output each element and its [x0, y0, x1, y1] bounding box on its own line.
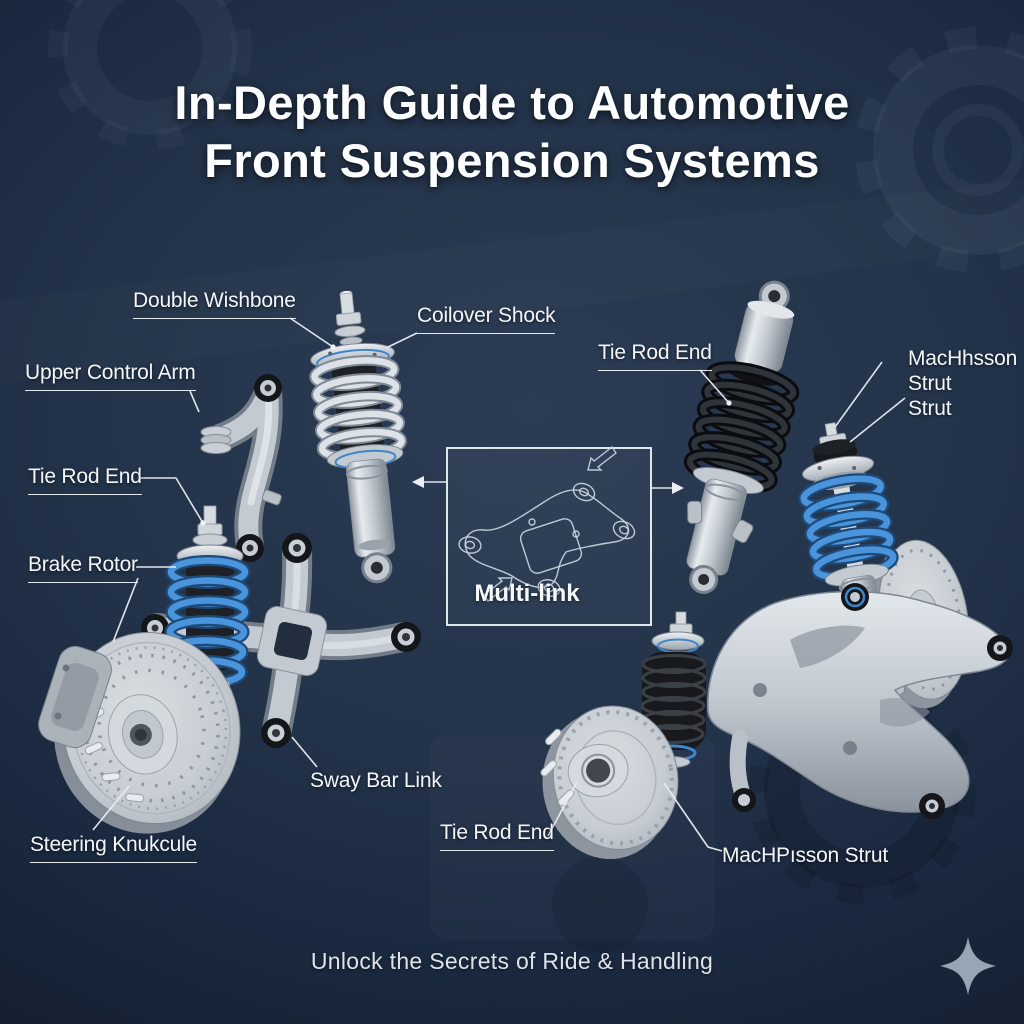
box-arrow-left-head	[412, 476, 424, 488]
leader-tie-rod-end-left	[139, 477, 204, 524]
background-circle-shadow	[552, 857, 648, 953]
leader-double-wishbone	[289, 317, 334, 348]
label-upper-control-arm: Upper Control Arm	[25, 360, 196, 391]
leader-lines	[92, 317, 906, 852]
lower-control-arm-illustration	[141, 533, 421, 748]
coilover-black-spring-illustration	[683, 280, 800, 594]
leader-coilover-shock	[385, 332, 418, 349]
double-wishbone-assembly-illustration	[38, 505, 421, 834]
multi-link-box	[412, 445, 684, 626]
leader-macpherson-right-1	[834, 361, 883, 428]
poster-title: In-Depth Guide to Automotive Front Suspe…	[0, 74, 1024, 190]
multi-link-wireframe-illustration	[458, 445, 636, 603]
label-double-wishbone: Double Wishbone	[133, 288, 296, 319]
leader-upper-control-arm	[189, 390, 200, 413]
box-arrow-right-head	[672, 482, 684, 494]
label-tie-rod-end-right: Tie Rod End	[598, 340, 712, 371]
title-line-1: In-Depth Guide to Automotive	[174, 76, 850, 129]
leader-macpherson-bottom	[663, 782, 723, 852]
label-macpherson-strut-right: MacHhsson Strut Strut	[908, 346, 1017, 421]
background-sheen	[0, 180, 1024, 385]
label-macpherson-right-line2: Strut	[908, 372, 952, 395]
brake-caliper-illustration	[38, 645, 112, 749]
label-macpherson-right-line3: Strut	[908, 397, 952, 420]
coilover-shock-illustration	[309, 290, 407, 584]
label-brake-rotor: Brake Rotor	[28, 552, 138, 583]
leader-sway-bar-link	[291, 736, 318, 768]
sparkle-icon	[940, 937, 996, 995]
label-macpherson-right-line1: MacHhsson	[908, 347, 1018, 370]
leader-steering-knuckle	[92, 785, 130, 831]
leader-tie-rod-end-right	[699, 369, 730, 404]
poster-tagline: Unlock the Secrets of Ride & Handling	[310, 948, 714, 974]
arrow-down-left-icon	[587, 445, 617, 471]
label-sway-bar-link: Sway Bar Link	[310, 769, 442, 792]
label-macpherson-strut-bottom: MacHPısson Strut	[722, 844, 889, 867]
title-line-2: Front Suspension Systems	[204, 134, 820, 187]
label-steering-knuckle: Steering Knukcule	[30, 832, 197, 863]
label-tie-rod-end-left: Tie Rod End	[28, 464, 142, 495]
background-gear-icon-top-left	[48, 0, 252, 150]
upper-control-arm-illustration	[200, 374, 283, 562]
background-gear-icon-top-right	[855, 27, 1024, 273]
leader-brake-rotor	[112, 577, 139, 643]
leader-macpherson-right-2	[849, 397, 906, 443]
bellows-strut-illustration	[639, 611, 707, 768]
leader-tie-rod-end-bottom	[547, 781, 578, 837]
arrow-up-right-icon	[483, 577, 513, 603]
label-coilover-shock: Coilover Shock	[417, 303, 556, 334]
label-tie-rod-end-bottom: Tie Rod End	[440, 820, 554, 851]
multilink-arm-assembly-illustration	[540, 583, 1013, 860]
label-multi-link: Multi-link	[474, 580, 580, 607]
bottom-brake-rotor-illustration	[540, 705, 679, 860]
